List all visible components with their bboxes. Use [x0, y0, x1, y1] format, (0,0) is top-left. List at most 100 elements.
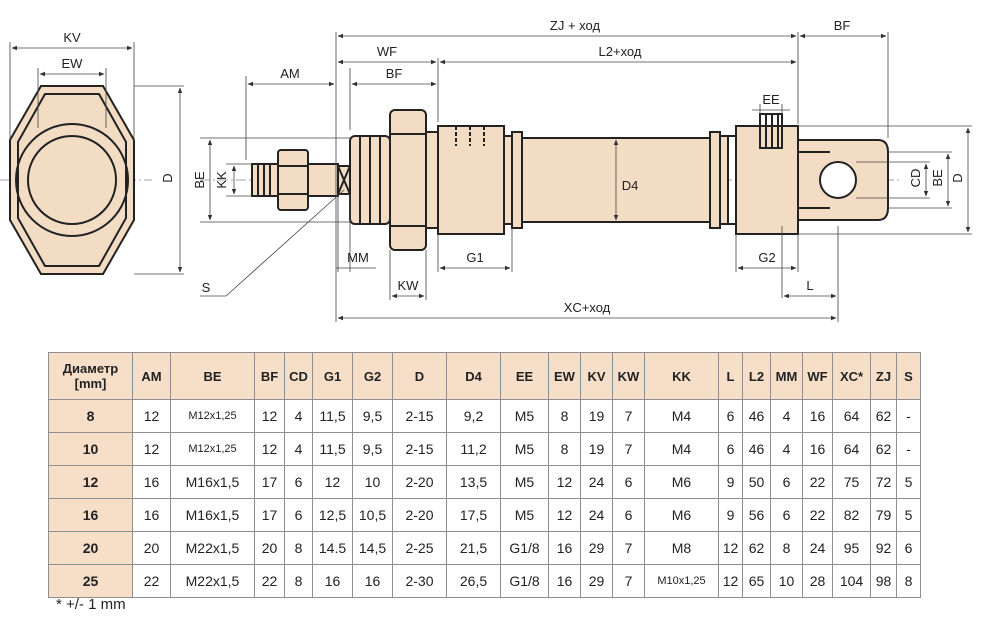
d-right-label: D — [950, 173, 965, 182]
table-cell: 2-30 — [392, 564, 447, 598]
table-cell: 46 — [742, 432, 771, 466]
table-cell: 6 — [284, 465, 313, 499]
table-cell: 6 — [612, 465, 645, 499]
table-header-cell: L2 — [742, 352, 771, 400]
table-cell: 5 — [896, 498, 921, 532]
table-cell: M4 — [644, 399, 719, 433]
l2-label: L2+ход — [599, 44, 642, 59]
table-cell: M10x1,25 — [644, 564, 719, 598]
table-cell: 16 — [802, 399, 833, 433]
table-cell: 26,5 — [446, 564, 501, 598]
table-cell: 62 — [870, 432, 897, 466]
table-cell: M6 — [644, 465, 719, 499]
table-header-cell: L — [718, 352, 743, 400]
table-cell: 20 — [254, 531, 285, 565]
table-cell: 9,5 — [352, 432, 393, 466]
table-cell: 4 — [770, 399, 803, 433]
table-cell: 11,5 — [312, 399, 353, 433]
table-header-cell: ZJ — [870, 352, 897, 400]
table-header-cell: CD — [284, 352, 313, 400]
table-cell: 20 — [132, 531, 171, 565]
table-cell: 8 — [770, 531, 803, 565]
table-cell: M12x1,25 — [170, 432, 255, 466]
table-cell: 10,5 — [352, 498, 393, 532]
table-cell: 6 — [718, 399, 743, 433]
table-cell: M22x1,5 — [170, 531, 255, 565]
table-cell: 12 — [132, 432, 171, 466]
table-cell: 7 — [612, 399, 645, 433]
table-cell: 12,5 — [312, 498, 353, 532]
row-diameter-cell: 10 — [48, 432, 133, 466]
am-label: AM — [280, 66, 300, 81]
table-cell: 6 — [612, 498, 645, 532]
table-cell: 12 — [548, 498, 581, 532]
table-cell: 2-25 — [392, 531, 447, 565]
table-cell: 5 — [896, 465, 921, 499]
table-cell: 11,5 — [312, 432, 353, 466]
table-cell: 62 — [742, 531, 771, 565]
row-diameter-cell: 8 — [48, 399, 133, 433]
table-header-cell: S — [896, 352, 921, 400]
table-cell: 4 — [284, 399, 313, 433]
table-cell: M6 — [644, 498, 719, 532]
xc-label: XC+ход — [564, 300, 611, 315]
table-cell: 6 — [896, 531, 921, 565]
table-cell: 95 — [832, 531, 871, 565]
table-cell: 8 — [284, 531, 313, 565]
table-cell: 75 — [832, 465, 871, 499]
table-header-cell: WF — [802, 352, 833, 400]
table-cell: 12 — [548, 465, 581, 499]
table-cell: 82 — [832, 498, 871, 532]
table-cell: 12 — [254, 399, 285, 433]
zj-label: ZJ + ход — [550, 18, 601, 33]
table-cell: 8 — [896, 564, 921, 598]
be-left-label: BE — [192, 171, 207, 189]
table-cell: M5 — [500, 432, 549, 466]
table-cell: 7 — [612, 432, 645, 466]
table-cell: 24 — [802, 531, 833, 565]
table-cell: 9,2 — [446, 399, 501, 433]
s-label: S — [202, 280, 211, 295]
table-cell: 16 — [802, 432, 833, 466]
table-cell: 22 — [254, 564, 285, 598]
cylinder-drawing: KV EW D — [0, 18, 972, 322]
table-cell: 46 — [742, 399, 771, 433]
table-cell: 64 — [832, 432, 871, 466]
d4-label: D4 — [622, 178, 639, 193]
table-cell: 2-15 — [392, 399, 447, 433]
table-cell: 16 — [548, 531, 581, 565]
table-cell: 14,5 — [352, 531, 393, 565]
table-cell: 11,2 — [446, 432, 501, 466]
be-right-label: BE — [930, 169, 945, 187]
table-cell: 56 — [742, 498, 771, 532]
table-header-cell: XC* — [832, 352, 871, 400]
table-header-cell: EE — [500, 352, 549, 400]
table-header-cell: BF — [254, 352, 285, 400]
table-cell: 64 — [832, 399, 871, 433]
side-view: ZJ + ход BF WF L2+ход AM BF EE D4 BE KK — [192, 18, 972, 322]
table-cell: M5 — [500, 498, 549, 532]
row-diameter-cell: 25 — [48, 564, 133, 598]
table-cell: M8 — [644, 531, 719, 565]
table-cell: 62 — [870, 399, 897, 433]
mm-label: MM — [347, 250, 369, 265]
table-cell: G1/8 — [500, 531, 549, 565]
table-cell: 10 — [770, 564, 803, 598]
table-cell: 17 — [254, 465, 285, 499]
table-cell: 28 — [802, 564, 833, 598]
kv-label: KV — [63, 30, 81, 45]
table-cell: 9 — [718, 465, 743, 499]
ew-label: EW — [62, 56, 84, 71]
table-cell: 2-15 — [392, 432, 447, 466]
wf-label: WF — [377, 44, 397, 59]
table-header-cell: AM — [132, 352, 171, 400]
table-cell: 7 — [612, 531, 645, 565]
table-cell: 6 — [718, 432, 743, 466]
table-header-cell: Диаметр [mm] — [48, 352, 133, 400]
cd-label: CD — [908, 169, 923, 188]
table-cell: M4 — [644, 432, 719, 466]
